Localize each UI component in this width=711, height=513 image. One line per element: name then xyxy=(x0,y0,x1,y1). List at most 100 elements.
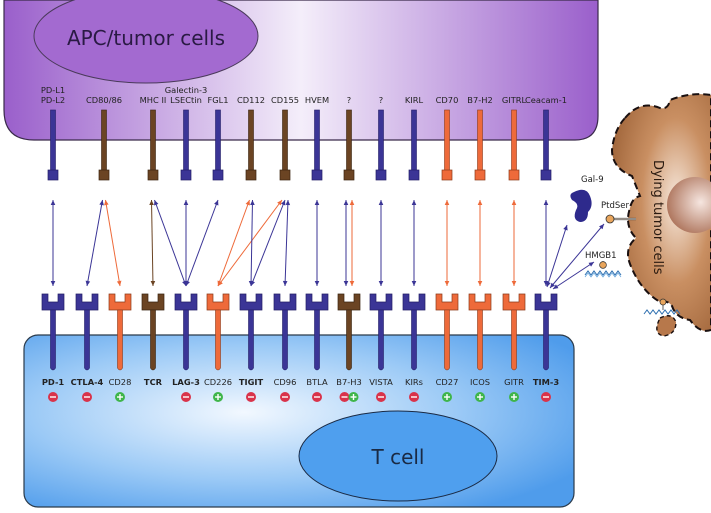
receptor-label: B7-H3 xyxy=(336,377,361,387)
arrow-head xyxy=(411,200,417,205)
arrow-head xyxy=(411,281,417,286)
tcell-nucleus xyxy=(298,410,498,502)
t-cell: T cell xyxy=(23,334,575,508)
receptor: CD96 xyxy=(274,293,296,402)
arrow-line xyxy=(217,199,283,287)
receptor-stalk xyxy=(411,309,417,371)
interaction-arrow xyxy=(154,199,187,287)
ligand-head xyxy=(47,169,59,181)
receptor-label: CD28 xyxy=(109,377,132,387)
ligand: ? xyxy=(343,95,355,181)
arrow-line xyxy=(552,261,595,290)
inhibitory-badge xyxy=(280,392,290,402)
tim3-partner-arrows xyxy=(546,223,605,290)
dying-nucleus xyxy=(667,177,711,233)
ligand-head xyxy=(474,169,486,181)
receptor-head xyxy=(502,293,526,311)
receptor-head xyxy=(41,293,65,311)
receptor-stalk xyxy=(282,309,288,371)
arrow-head xyxy=(282,280,288,286)
arrow-head xyxy=(218,280,223,286)
ligand-head xyxy=(408,169,420,181)
ligand-label: FGL1 xyxy=(207,95,228,105)
ligand: ? xyxy=(375,95,387,181)
ligand: CD80/86 xyxy=(86,95,122,181)
arrow-head xyxy=(154,200,159,206)
ligand-label: CD70 xyxy=(436,95,459,105)
receptor-head xyxy=(534,293,558,311)
receptor-stalk xyxy=(314,309,320,371)
arrow-head xyxy=(553,284,559,289)
receptor-head xyxy=(141,293,165,311)
inhibitory-badge xyxy=(339,392,350,402)
stimulatory-badge xyxy=(442,392,452,402)
dying-label: Dying tumor cells xyxy=(650,160,665,275)
receptor-head xyxy=(75,293,99,311)
ligand-label: ? xyxy=(379,95,383,105)
dying-membrane xyxy=(610,93,711,332)
arrow-line xyxy=(154,199,187,287)
ligand-label: Ceacam-1 xyxy=(525,95,567,105)
receptor: CD27 xyxy=(435,293,459,402)
arrow-head xyxy=(599,224,604,230)
receptor-head xyxy=(337,293,361,311)
stimulatory-badge xyxy=(475,392,485,402)
receptor-head xyxy=(108,293,132,311)
receptor-head xyxy=(206,293,230,311)
receptor: TIM-3 xyxy=(533,293,559,402)
arrow-head xyxy=(149,200,154,206)
tim3-partners: Gal-9 PtdSer HMGB1 xyxy=(546,175,681,315)
receptor-stalk xyxy=(477,309,483,371)
arrow-head xyxy=(99,200,104,206)
receptor-label: KIRs xyxy=(405,377,423,387)
arrow-head xyxy=(511,200,517,205)
inhibitory-badge xyxy=(312,392,322,402)
receptor-stalk xyxy=(50,309,56,371)
interaction-arrow xyxy=(343,200,349,286)
receptor-stalk xyxy=(84,309,90,371)
arrow-line xyxy=(86,199,103,287)
ligand-head xyxy=(98,169,110,181)
ligand: GITRL xyxy=(502,95,527,181)
ligand-stalk xyxy=(346,109,352,173)
arrow-head xyxy=(343,281,349,286)
arrow-head xyxy=(349,200,355,205)
receptor-label: VISTA xyxy=(369,377,393,387)
arrow-line xyxy=(151,199,154,287)
ligand: FGL1 xyxy=(207,95,229,181)
ligand-head xyxy=(147,169,159,181)
ligand-head xyxy=(212,169,224,181)
ptdser-head xyxy=(605,214,615,224)
inhibitory-badge xyxy=(82,392,92,402)
ligand-head xyxy=(279,169,291,181)
ligand-head xyxy=(508,169,520,181)
ligand-head xyxy=(375,169,387,181)
arrow-head xyxy=(245,200,250,206)
ligand-stalk xyxy=(101,109,107,173)
interaction-arrow xyxy=(217,199,250,287)
ligand-label: LSECtin xyxy=(170,95,202,105)
receptor-label: TCR xyxy=(144,377,163,387)
ligand-label: PD-L2 xyxy=(41,95,65,105)
ligand: CD112 xyxy=(237,95,265,181)
ligand-label: B7-H2 xyxy=(467,95,492,105)
arrow-head xyxy=(314,281,320,286)
receptor-label: CD27 xyxy=(436,377,459,387)
stimulatory-badge xyxy=(509,392,519,402)
ligand-stalk xyxy=(444,109,450,173)
arrow-head xyxy=(150,280,156,286)
arrow-head xyxy=(444,281,450,286)
receptor-head xyxy=(468,293,492,311)
interaction-arrow xyxy=(149,199,156,287)
receptor-head xyxy=(435,293,459,311)
ligand-label: Galectin-3 xyxy=(165,85,208,95)
arrow-head xyxy=(343,200,349,205)
dying-tumor-cell: Dying tumor cells xyxy=(610,93,711,337)
interaction-arrow xyxy=(444,200,450,286)
arrow-head xyxy=(277,200,282,206)
